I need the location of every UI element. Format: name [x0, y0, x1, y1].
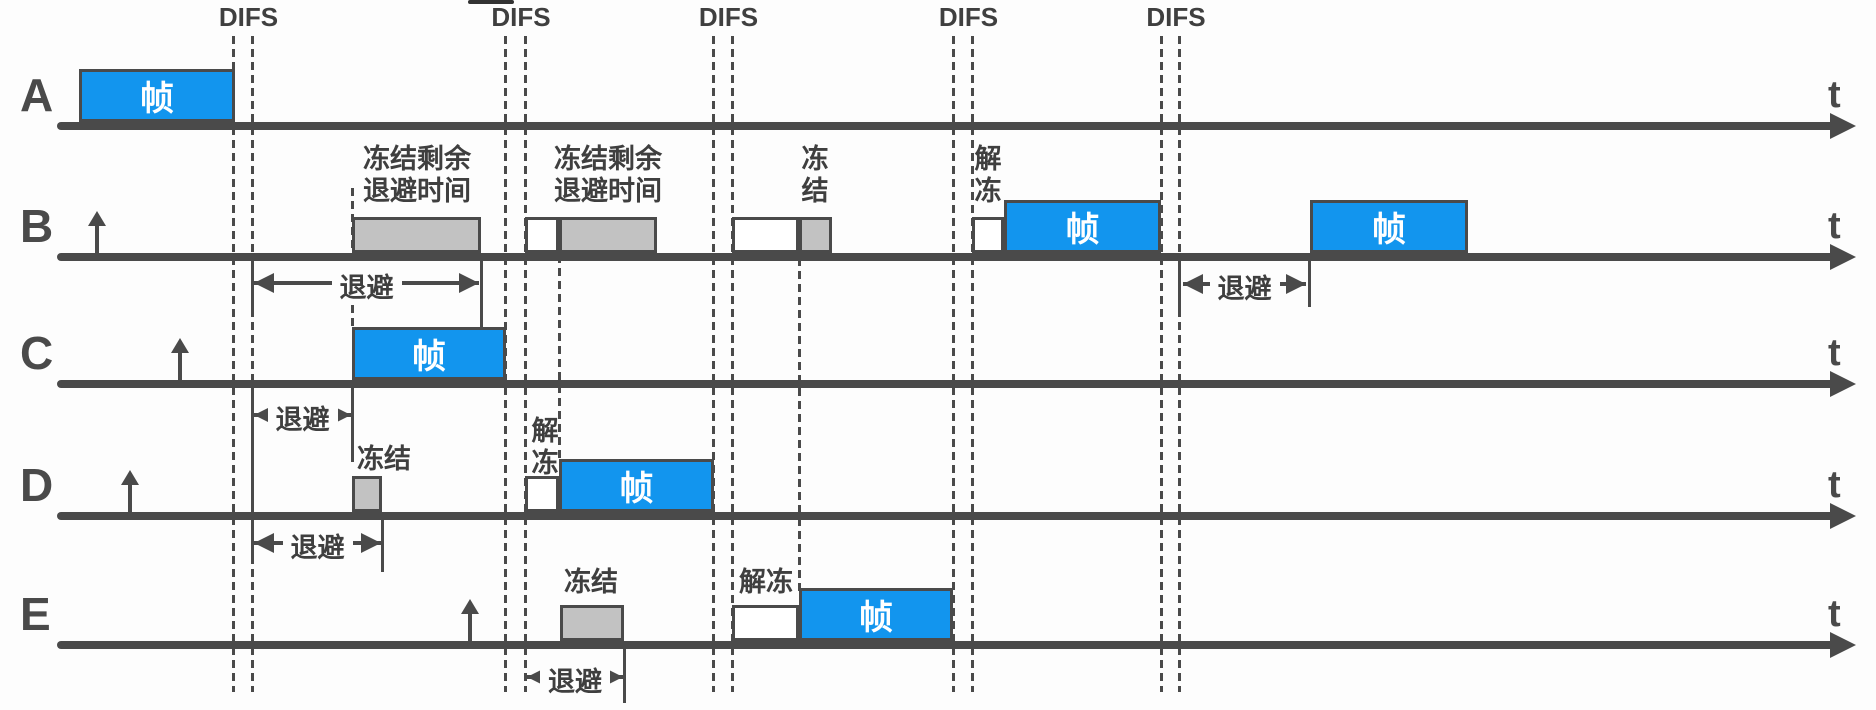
station-label-E: E: [20, 588, 51, 640]
station-label-A: A: [20, 69, 54, 121]
difs-dashed-line: [232, 36, 235, 692]
frame-label: 帧: [619, 470, 654, 508]
boundary-tick: [351, 384, 354, 462]
backoff-label: 退避: [331, 266, 402, 305]
difs-dashed-line: [1178, 36, 1181, 692]
time-axis-label: t: [1828, 332, 1841, 374]
top-edge-fragment: [468, 0, 514, 4]
freeze-annotation-label: 解冻: [739, 567, 793, 597]
timeline-arrowhead: [1830, 371, 1856, 397]
boundary-tick: [251, 257, 254, 312]
boundary-tick: [1308, 257, 1311, 307]
station-label-D: D: [20, 459, 54, 511]
backoff-arrow-right-head: [1286, 274, 1306, 294]
boundary-tick: [480, 257, 483, 340]
arrival-arrow-head: [171, 338, 189, 353]
freeze-annotation-label: 冻 结: [801, 144, 829, 206]
frame-label: 帧: [859, 599, 893, 637]
difs-dashed-line: [1160, 36, 1163, 692]
frame-label: 帧: [1065, 211, 1100, 249]
difs-label: DIFS: [218, 2, 279, 32]
freeze-annotation-label: 冻结剩余 退避时间: [554, 144, 662, 206]
freeze-annotation-label: 冻结剩余 退避时间: [363, 144, 471, 206]
timeline-arrowhead: [1830, 632, 1856, 658]
arrival-arrow-stem: [128, 483, 132, 512]
boundary-tick: [251, 384, 254, 557]
backoff-label: 退避: [282, 526, 353, 565]
frame-label: 帧: [412, 338, 446, 376]
arrival-arrow-head: [461, 599, 479, 614]
arrival-arrow-stem: [95, 224, 99, 253]
frozen-backoff-box: [560, 605, 624, 641]
countdown-box: [732, 605, 799, 641]
difs-label: DIFS: [938, 2, 999, 32]
backoff-arrow-right-head: [459, 273, 479, 293]
arrival-arrow-head: [88, 211, 106, 226]
frame-box: 帧: [799, 588, 953, 641]
timeline-arrowhead: [1830, 113, 1856, 139]
timeline-A: [57, 122, 1832, 130]
time-axis-label: t: [1828, 74, 1841, 116]
frame-box: 帧: [79, 69, 235, 122]
freeze-annotation-label: 解 冻: [531, 416, 559, 478]
backoff-label: 退避: [267, 398, 338, 437]
difs-label: DIFS: [491, 2, 551, 32]
freeze-dashed-line: [798, 258, 801, 593]
frame-box: 帧: [1004, 200, 1161, 253]
frozen-backoff-box: [352, 217, 481, 253]
frozen-backoff-box: [559, 217, 657, 253]
station-label-B: B: [20, 200, 54, 252]
difs-dashed-line: [712, 36, 715, 692]
time-axis-label: t: [1828, 593, 1841, 635]
difs-dashed-line: [251, 36, 254, 692]
freeze-annotation-label: 冻结: [357, 444, 411, 474]
arrival-arrow-stem: [178, 351, 182, 380]
frame-box: 帧: [1310, 200, 1468, 253]
timeline-E: [57, 641, 1832, 649]
frame-label: 帧: [1372, 211, 1406, 249]
difs-dashed-line: [731, 36, 734, 692]
countdown-box: [972, 217, 1004, 253]
difs-dashed-line: [952, 36, 955, 692]
timeline-arrowhead: [1830, 503, 1856, 529]
timeline-D: [57, 512, 1832, 520]
backoff-arrow-right-head: [361, 533, 381, 553]
freeze-dashed-line: [558, 255, 561, 462]
freeze-annotation-label: 解 冻: [974, 144, 1002, 206]
frame-label: 帧: [140, 80, 174, 118]
frame-box: 帧: [559, 459, 714, 512]
countdown-box: [525, 217, 559, 253]
frozen-backoff-box: [799, 217, 832, 253]
difs-dashed-line: [971, 36, 974, 692]
difs-label: DIFS: [698, 2, 759, 32]
timeline-C: [57, 380, 1832, 388]
freeze-annotation-label: 冻结: [564, 567, 618, 597]
station-label-C: C: [20, 327, 54, 379]
boundary-tick: [1178, 257, 1181, 310]
timeline-B: [57, 253, 1832, 261]
boundary-tick: [623, 645, 626, 703]
frozen-backoff-box: [352, 476, 382, 512]
backoff-arrow-left-head: [1183, 274, 1203, 294]
backoff-label: 退避: [1209, 267, 1280, 306]
difs-label: DIFS: [1146, 2, 1206, 32]
countdown-box: [525, 476, 559, 512]
backoff-arrow-left-head: [254, 273, 274, 293]
time-axis-label: t: [1828, 464, 1841, 506]
frame-box: 帧: [352, 327, 506, 380]
boundary-tick: [381, 516, 384, 572]
timeline-arrowhead: [1830, 244, 1856, 270]
difs-dashed-line: [524, 36, 527, 692]
arrival-arrow-stem: [468, 612, 472, 641]
time-axis-label: t: [1828, 205, 1841, 247]
arrival-arrow-head: [121, 470, 139, 485]
backoff-label: 退避: [540, 660, 610, 699]
backoff-arrow-left-head: [254, 533, 274, 553]
countdown-box: [732, 217, 799, 253]
